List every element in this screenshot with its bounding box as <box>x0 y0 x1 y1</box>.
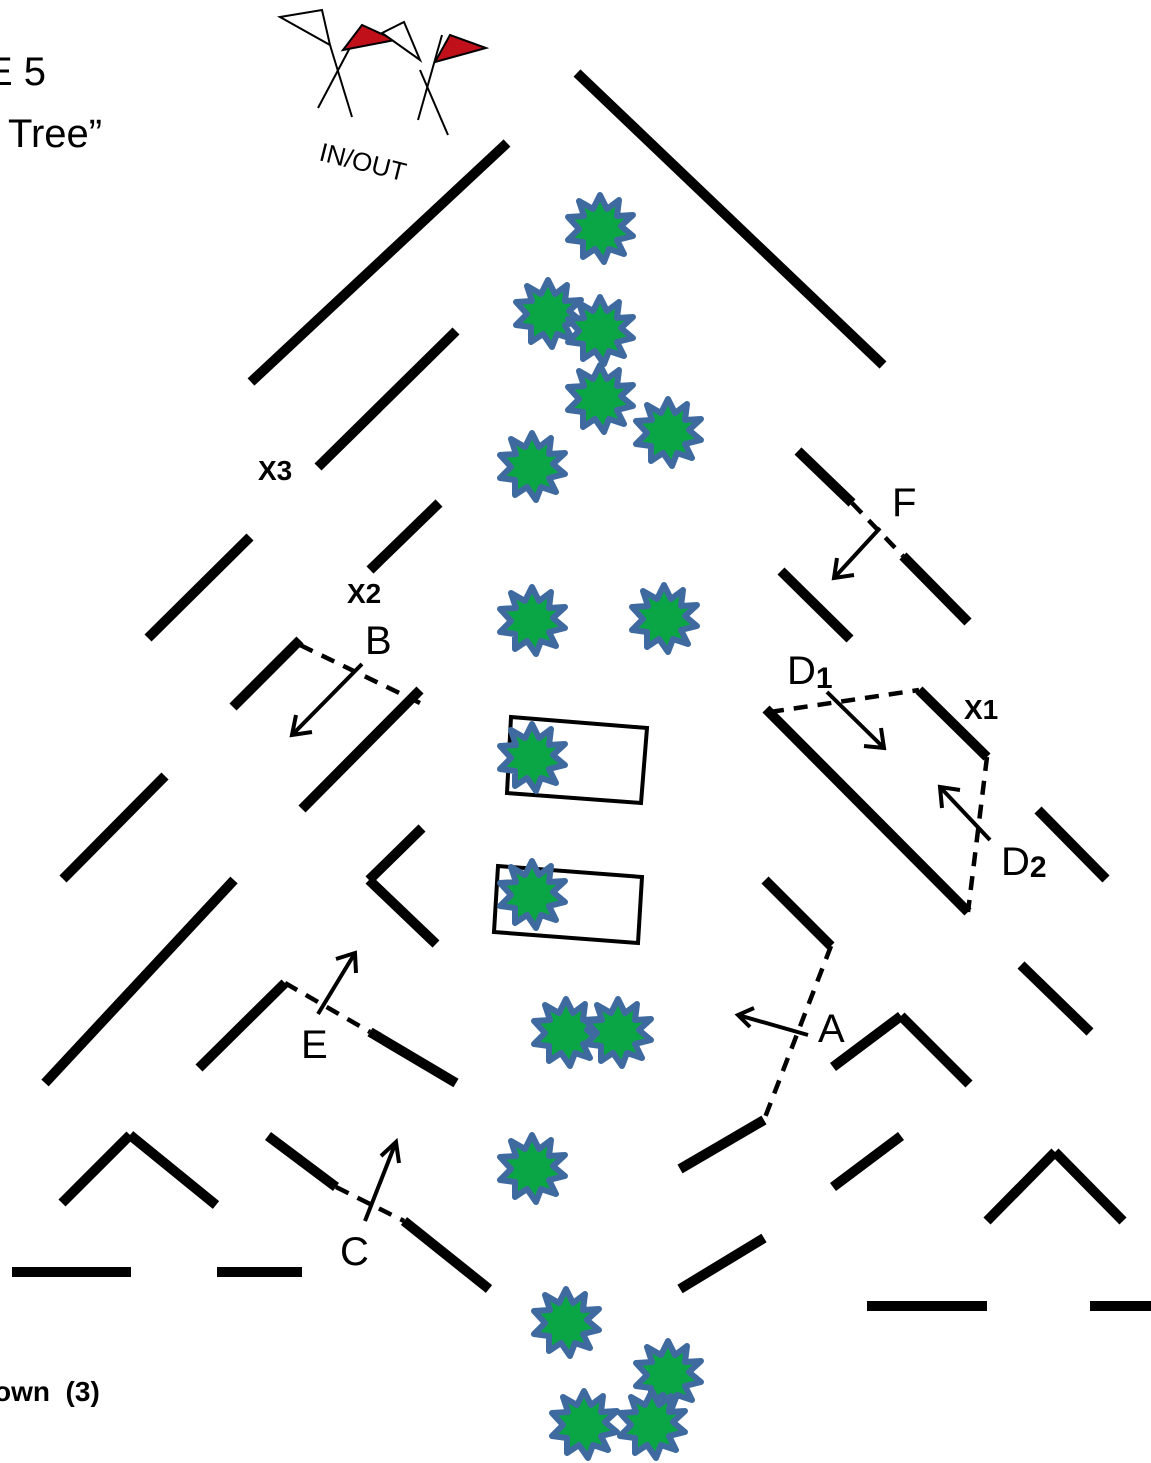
gate-label-d1-sub: 1 <box>816 662 833 695</box>
dashed-gates <box>283 501 990 1224</box>
direction-arrow-icon <box>831 526 882 581</box>
bush-icon <box>500 724 565 791</box>
bush-icon <box>568 365 633 432</box>
marker-x3: X3 <box>258 455 292 486</box>
gate-label-a: A <box>818 1007 845 1051</box>
bush-icon <box>568 195 633 262</box>
gate-label-d2-sub: 2 <box>1030 851 1047 884</box>
bush-icon <box>568 297 633 364</box>
course-title: E 5 <box>0 50 46 94</box>
bush-icon <box>632 585 697 652</box>
direction-arrow-icon <box>363 1137 401 1222</box>
gate-label-f: F <box>892 481 916 525</box>
gate-label-b: B <box>365 619 392 663</box>
course-walls <box>12 69 1151 1311</box>
direction-arrow-icon <box>825 690 887 751</box>
marker-x1: X1 <box>964 694 998 725</box>
gate-label-d2-letter: D <box>1001 840 1030 884</box>
footer-note: own (3) <box>0 1376 100 1407</box>
bush-icon <box>636 399 701 466</box>
direction-arrow-icon <box>316 950 358 1016</box>
gate-label-d1-letter: D <box>787 649 816 693</box>
box-lower <box>491 863 645 946</box>
direction-arrows <box>289 526 992 1222</box>
bushes <box>500 195 701 1458</box>
direction-arrow-icon <box>937 784 992 842</box>
direction-arrow-icon <box>289 662 364 738</box>
bush-icon <box>534 999 599 1066</box>
bush-icon <box>552 1391 617 1458</box>
bush-icon <box>500 1135 565 1202</box>
bush-icon <box>586 999 651 1066</box>
gate-label-e: E <box>301 1023 328 1067</box>
direction-arrow-icon <box>734 1006 809 1037</box>
gate-label-d2: D2 <box>1001 840 1047 884</box>
course-subtitle: Tree” <box>8 112 102 156</box>
bush-icon <box>534 1289 599 1356</box>
gate-label-c: C <box>340 1230 369 1274</box>
marker-x2: X2 <box>347 578 381 609</box>
bush-icon <box>500 587 565 654</box>
bush-icon <box>500 433 565 500</box>
gate-label-d1: D1 <box>787 649 833 695</box>
in-out-flags-icon <box>277 8 490 136</box>
in-out-label: IN/OUT <box>317 137 410 187</box>
